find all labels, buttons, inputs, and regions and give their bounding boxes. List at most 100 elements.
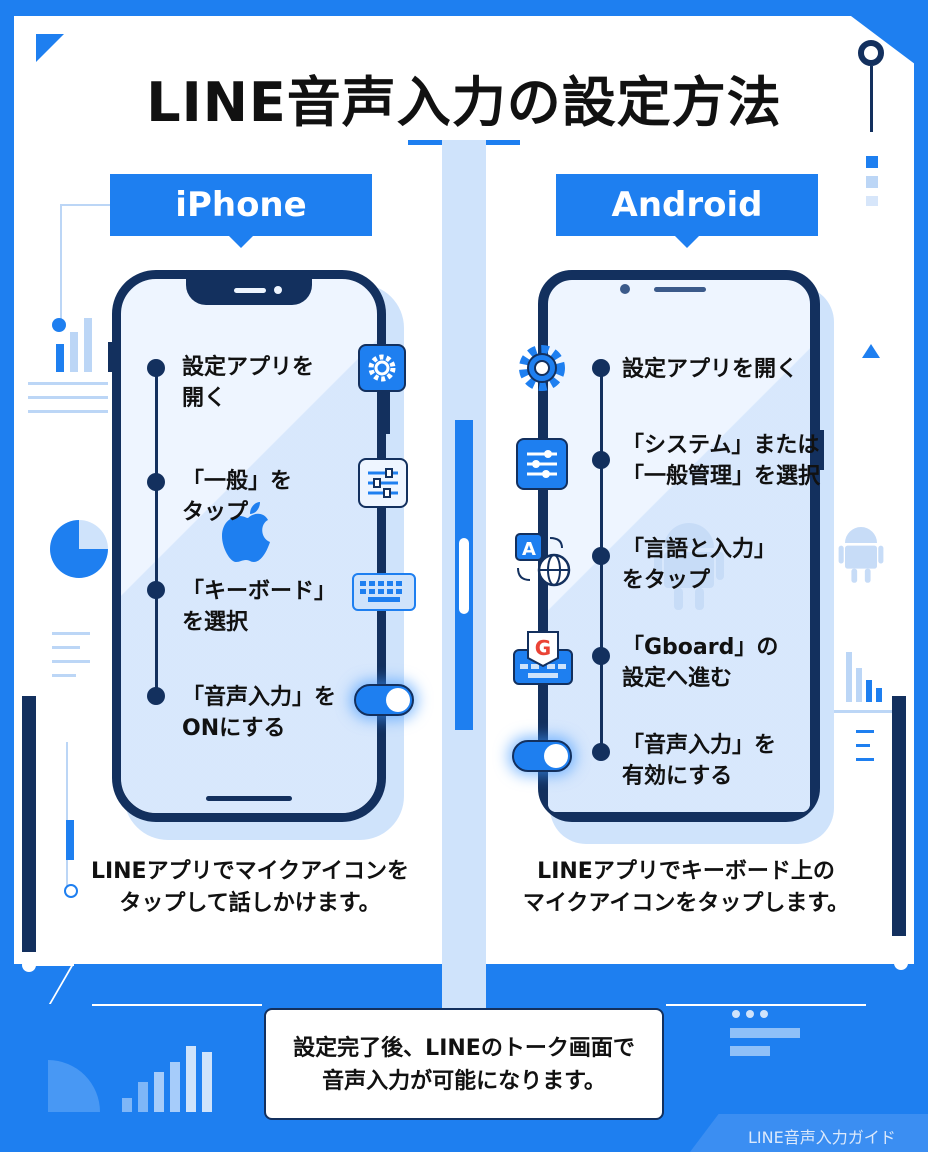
deco-bar-chart-icon (84, 318, 92, 372)
android-step-2: 「システム」または 「一般管理」を選択 (622, 433, 821, 489)
corner-triangle-icon (36, 34, 64, 62)
gboard-icon: G (513, 631, 573, 685)
deco-line (730, 1028, 800, 1038)
android-caption: LINEアプリでキーボード上の マイクアイコンをタップします。 (522, 859, 850, 916)
center-divider-pill (459, 538, 469, 614)
footer-label: LINE音声入力ガイド (748, 1128, 896, 1147)
deco-bar-chart-icon (202, 1052, 212, 1112)
deco-line (830, 710, 892, 713)
step-dot (592, 359, 610, 377)
sliders-icon (358, 458, 408, 508)
side-button (108, 342, 112, 372)
circuit-line (34, 964, 74, 966)
circuit-line (66, 742, 68, 892)
deco-bar-chart-icon (876, 688, 882, 702)
circuit-node-icon (22, 958, 36, 972)
deco-line (52, 660, 90, 663)
deco-line (28, 410, 108, 413)
deco-square-icon (866, 176, 878, 188)
step-dot (147, 473, 165, 491)
android-step-1: 設定アプリを開く (622, 357, 799, 382)
sliders-icon (516, 438, 568, 490)
step-dot (592, 743, 610, 761)
translate-globe-icon: A (515, 533, 571, 587)
step-dot (592, 451, 610, 469)
deco-line (856, 730, 874, 733)
deco-dot (732, 1010, 740, 1018)
side-button (386, 380, 390, 434)
home-indicator (206, 796, 292, 801)
side-button (820, 430, 824, 470)
circuit-node-icon (894, 956, 908, 970)
circuit-node-icon (858, 40, 884, 66)
circuit-node-icon (64, 884, 78, 898)
speaker-slot (234, 288, 266, 293)
circuit-node-icon (52, 318, 66, 332)
deco-bar-chart-icon (138, 1082, 148, 1112)
deco-square-icon (866, 196, 878, 206)
deco-bar-chart-icon (122, 1098, 132, 1112)
triangle-up-icon (862, 344, 880, 358)
apple-logo-icon (222, 502, 270, 562)
android-robot-icon (654, 523, 724, 610)
deco-bar-chart-icon (170, 1062, 180, 1112)
deco-line (52, 632, 90, 635)
step-dot (147, 359, 165, 377)
deco-bar-chart-icon (154, 1072, 164, 1112)
circuit-line (92, 1004, 262, 1006)
deco-edge-bar (22, 696, 36, 952)
deco-dot (746, 1010, 754, 1018)
deco-bar-chart-icon (846, 652, 852, 702)
camera-dot (274, 286, 282, 294)
toggle-on-icon[interactable] (354, 684, 414, 716)
svg-text:G: G (535, 636, 551, 660)
bottom-note-box: 設定完了後、LINEのトーク画面で 音声入力が可能になります。 (264, 1008, 664, 1120)
tab-pointer (229, 236, 253, 248)
deco-line (730, 1046, 770, 1056)
step-dot (147, 581, 165, 599)
circuit-line (60, 204, 110, 206)
deco-dot (760, 1010, 768, 1018)
deco-line (856, 758, 874, 761)
iphone-step-1: 設定アプリを 開く (182, 355, 315, 411)
svg-text:A: A (522, 539, 536, 560)
circuit-line (60, 204, 62, 324)
deco-line (28, 382, 108, 385)
iphone-step-4: 「音声入力」を ONにする (182, 685, 337, 741)
bottom-note-text: 設定完了後、LINEのトーク画面で 音声入力が可能になります。 (293, 1036, 635, 1094)
deco-edge-bar (892, 696, 906, 936)
circuit-line (666, 1004, 866, 1006)
toggle-on-icon[interactable] (512, 740, 572, 772)
footer-banner (690, 1114, 928, 1152)
toggle-knob (386, 688, 410, 712)
deco-line (52, 646, 80, 649)
toggle-knob (544, 744, 568, 768)
pie-chart-icon (50, 520, 108, 578)
circuit-line (870, 66, 873, 132)
iphone-timeline (155, 368, 158, 696)
tab-iphone: iPhone (110, 174, 372, 236)
android-robot-icon (838, 527, 884, 583)
deco-line (856, 744, 870, 747)
deco-line (28, 396, 108, 399)
deco-bar-chart-icon (856, 668, 862, 702)
iphone-step-2: 「一般」を タップ (182, 469, 293, 525)
gear-icon (358, 344, 406, 392)
deco-bar (66, 820, 74, 860)
tab-pointer (675, 236, 699, 248)
tab-android: Android (556, 174, 818, 236)
deco-bar-chart-icon (866, 680, 872, 702)
deco-line (52, 674, 76, 677)
deco-square-icon (866, 156, 878, 168)
iphone-step-3: 「キーボード」 を選択 (182, 579, 337, 635)
step-dot (592, 647, 610, 665)
deco-bar-chart-icon (56, 344, 64, 372)
keyboard-icon (352, 573, 416, 611)
step-dot (592, 547, 610, 565)
page-title: LINE音声入力の設定方法 (146, 71, 782, 134)
android-step-5: 「音声入力」を 有効にする (622, 733, 777, 789)
android-step-4: 「Gboard」の 設定へ進む (622, 635, 779, 691)
deco-bar-chart-icon (70, 332, 78, 372)
android-step-3: 「言語と入力」 をタップ (622, 537, 777, 593)
camera-dot (620, 284, 630, 294)
